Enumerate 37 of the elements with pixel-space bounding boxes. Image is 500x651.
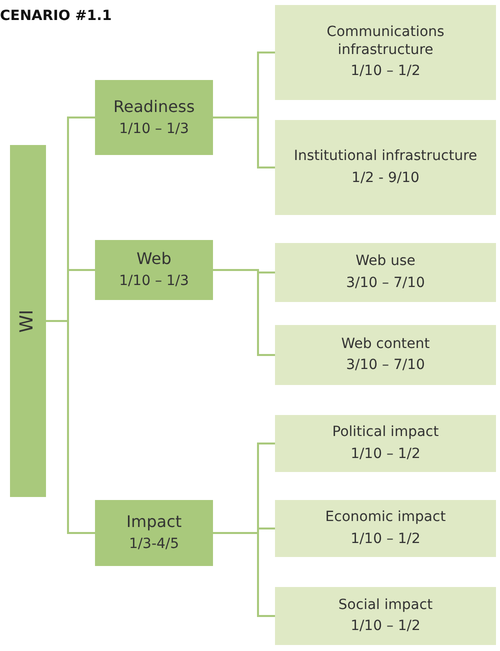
category-box <box>275 587 496 645</box>
bracket-connector <box>46 320 95 534</box>
category-box <box>275 120 496 215</box>
weight-range: 1/10 – 1/2 <box>350 446 420 463</box>
weight-range: 1/10 – 1/2 <box>350 530 420 548</box>
category-box <box>95 500 213 566</box>
category-box <box>275 243 496 302</box>
category-name: Economic impact <box>325 509 446 526</box>
category-name: Impact <box>126 512 182 532</box>
category-box <box>275 5 496 100</box>
weight-range: 1/10 – 1/3 <box>119 273 189 291</box>
bracket-connector <box>213 116 275 168</box>
weight-range: 1/10 – 1/2 <box>350 63 420 81</box>
weight-range: 1/2 - 9/10 <box>352 170 420 187</box>
category-name: Political impact <box>332 424 439 442</box>
category-name: Web use <box>356 253 416 270</box>
weight-range: 1/10 – 1/2 <box>350 618 420 636</box>
category-name: Social impact <box>338 596 433 614</box>
category-name: Communications infrastructure <box>326 24 446 60</box>
category-box <box>275 500 496 557</box>
category-box <box>275 415 496 472</box>
category-name: Institutional infrastructure <box>294 148 478 166</box>
category-name: WI <box>16 309 39 333</box>
diagram-title: CENARIO #1.1 <box>0 8 112 24</box>
weight-range: 3/10 – 7/10 <box>346 357 425 374</box>
root-bar <box>10 145 46 497</box>
weight-range: 3/10 – 7/10 <box>346 274 425 292</box>
category-name: Web <box>136 249 172 270</box>
category-box <box>95 240 213 300</box>
category-box <box>95 80 213 155</box>
bracket-connector <box>213 269 275 356</box>
weight-range: 1/3-4/5 <box>128 536 180 554</box>
category-name: Readiness <box>113 96 195 117</box>
category-name: Web content <box>341 336 430 353</box>
weight-range: 1/10 – 1/3 <box>119 120 189 138</box>
bracket-connector <box>213 532 275 617</box>
category-box <box>275 325 496 385</box>
